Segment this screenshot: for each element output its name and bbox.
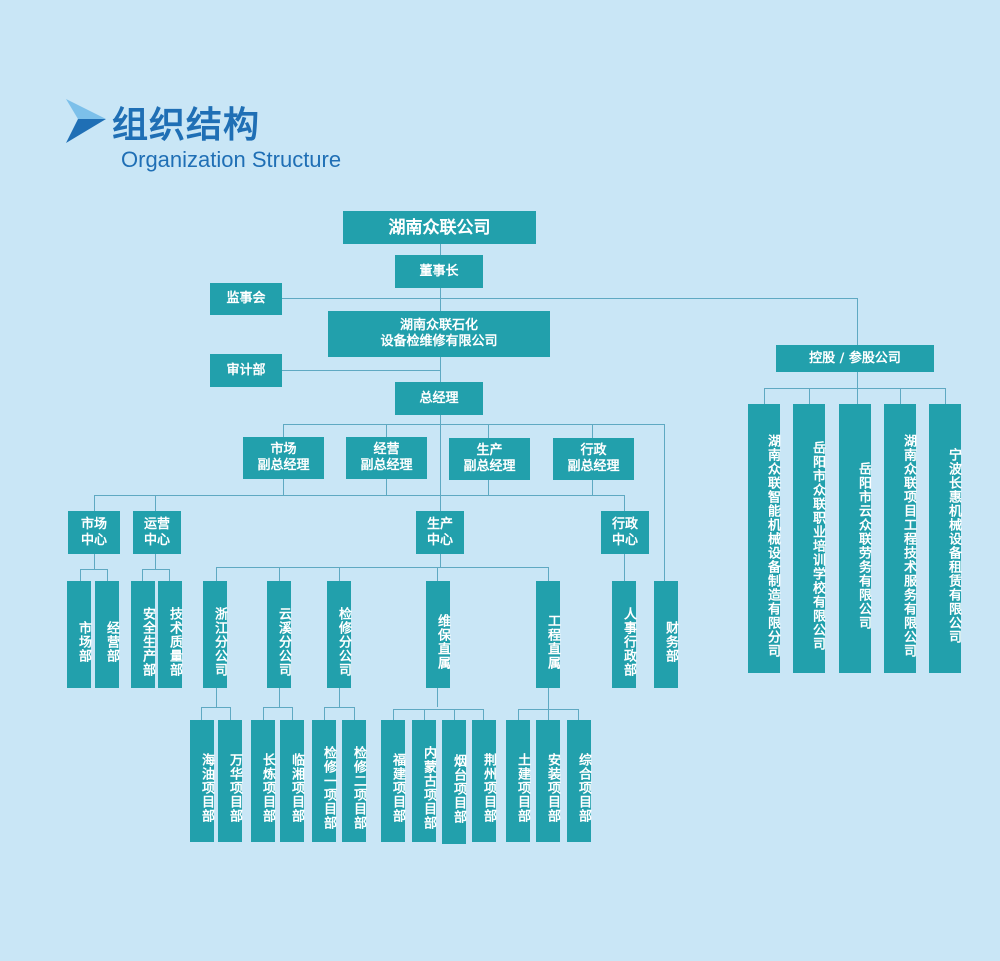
node-project: 长炼项目部 [251,720,275,842]
node-holding-company: 岳阳市云众联劳务有限公司 [839,404,871,673]
node-project: 烟台项目部 [442,720,466,844]
arrow-right-icon [66,99,106,143]
node-project: 检修二项目部 [342,720,366,842]
node-unit: 云溪分公司 [267,581,291,688]
node-dept: 安全生产部 [131,581,155,688]
node-general-manager: 总经理 [395,382,483,415]
node-chairman: 董事长 [395,255,483,288]
node-holdings: 控股 / 参股公司 [776,345,934,372]
node-project: 荆州项目部 [472,720,496,842]
node-ops-center: 运营 中心 [133,511,181,554]
node-dept: 经营部 [95,581,119,688]
node-dept: 人事行政部 [612,581,636,688]
node-deputy-business: 经营 副总经理 [346,437,427,479]
node-project: 检修一项目部 [312,720,336,842]
node-project: 内蒙古项目部 [412,720,436,842]
node-admin-center: 行政 中心 [601,511,649,554]
node-holding-company: 湖南众联项目工程技术服务有限公司 [884,404,916,673]
page-subtitle: Organization Structure [121,147,342,172]
node-dept: 技术质量部 [158,581,182,688]
node-company: 湖南众联公司 [343,211,536,244]
node-project: 海油项目部 [190,720,214,842]
node-holding-company: 湖南众联智能机械设备制造有限分司 [748,404,780,673]
node-project: 土建项目部 [506,720,530,842]
node-project: 福建项目部 [381,720,405,842]
node-holding-company: 岳阳市众联职业培训学校有限公司 [793,404,825,673]
node-unit: 维保直属 [426,581,450,688]
node-deputy-admin: 行政 副总经理 [553,438,634,480]
node-deputy-market: 市场 副总经理 [243,437,324,479]
page-title: 组织结构 [112,105,261,146]
node-audit: 审计部 [210,354,282,387]
node-unit: 工程直属 [536,581,560,688]
node-unit: 浙江分公司 [203,581,227,688]
node-supervisory-board: 监事会 [210,283,282,315]
node-project: 万华项目部 [218,720,242,842]
node-project: 综合项目部 [567,720,591,842]
node-project: 安装项目部 [536,720,560,842]
node-market-center: 市场 中心 [68,511,120,554]
node-subsidiary: 湖南众联石化 设备检维修有限公司 [328,311,550,357]
node-unit: 检修分公司 [327,581,351,688]
node-finance: 财务部 [654,581,678,688]
node-deputy-production: 生产 副总经理 [449,438,530,480]
node-project: 临湘项目部 [280,720,304,842]
node-holding-company: 宁波长惠机械设备租赁有限公司 [929,404,961,673]
node-dept: 市场部 [67,581,91,688]
node-production-center: 生产 中心 [416,511,464,554]
